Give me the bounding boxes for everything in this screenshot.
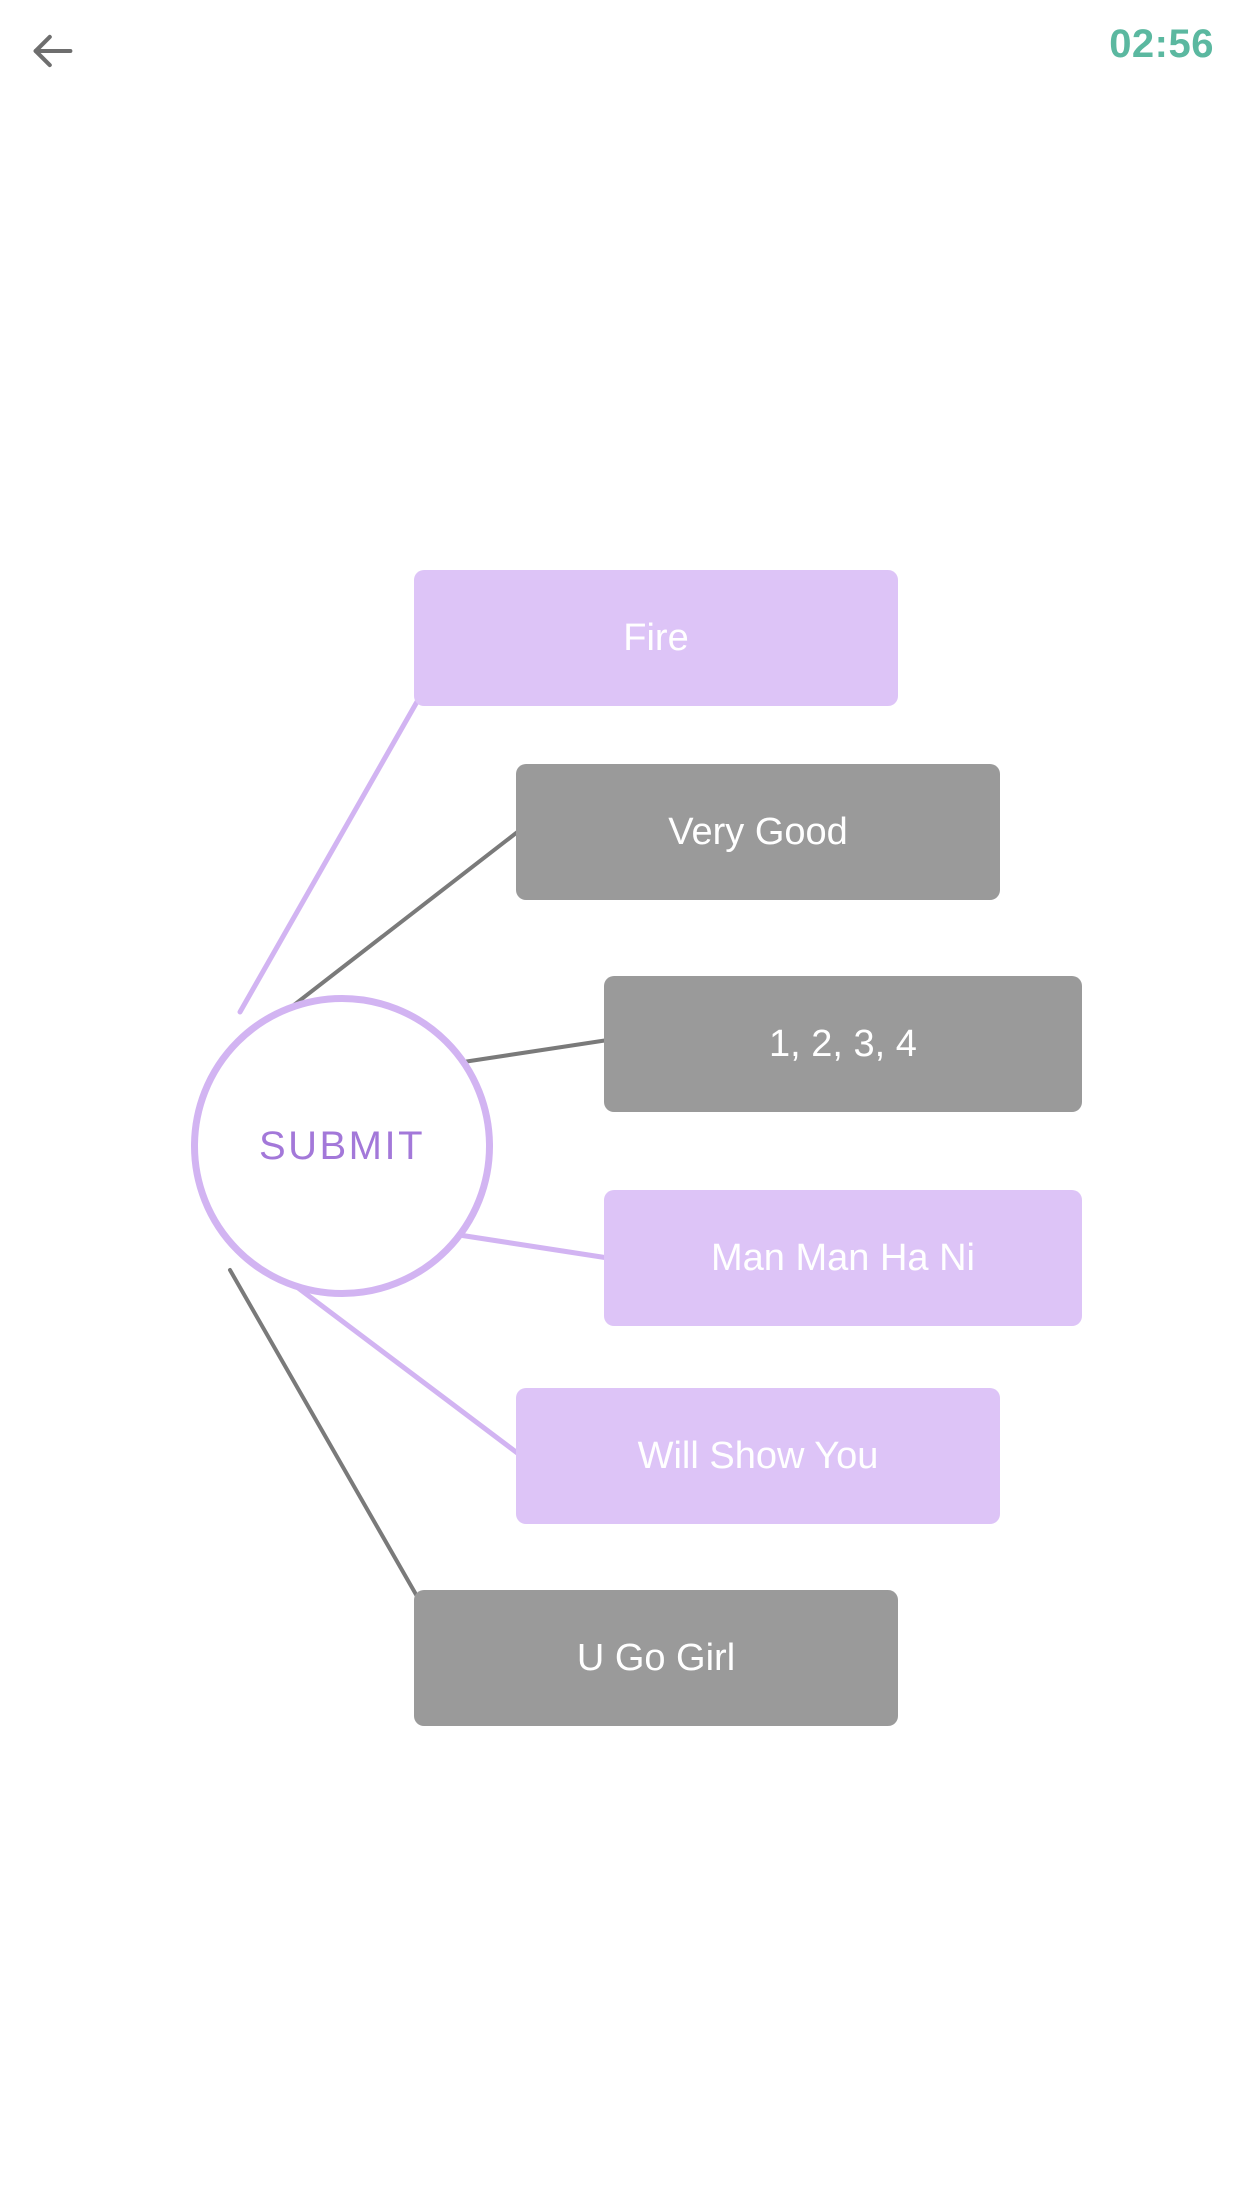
submit-node[interactable]: SUBMIT — [191, 995, 493, 1297]
answer-option-2[interactable]: Very Good — [516, 764, 1000, 900]
answer-option-label: Man Man Ha Ni — [711, 1236, 975, 1279]
connector-line — [228, 1268, 420, 1600]
back-button[interactable] — [8, 6, 98, 96]
answer-option-label: Very Good — [668, 810, 848, 853]
answer-option-label: Fire — [623, 616, 689, 659]
connector-line — [274, 1269, 523, 1458]
connector-line — [270, 828, 522, 1024]
answer-option-3[interactable]: 1, 2, 3, 4 — [604, 976, 1082, 1112]
answer-option-label: U Go Girl — [576, 1636, 736, 1679]
countdown-timer: 02:56 — [1109, 22, 1214, 66]
app-header: 02:56 — [0, 0, 1242, 100]
answer-option-4[interactable]: Man Man Ha Ni — [604, 1190, 1082, 1326]
answer-option-5[interactable]: Will Show You — [516, 1388, 1000, 1524]
answer-option-label: 1, 2, 3, 4 — [769, 1022, 917, 1065]
answer-option-1[interactable]: Fire — [414, 570, 898, 706]
answer-option-6[interactable]: U Go Girl — [414, 1590, 898, 1726]
submit-node-label: SUBMIT — [258, 1123, 426, 1168]
connector-line — [237, 697, 421, 1015]
arrow-left-icon — [27, 25, 79, 77]
answer-option-label: Will Show You — [637, 1434, 879, 1477]
